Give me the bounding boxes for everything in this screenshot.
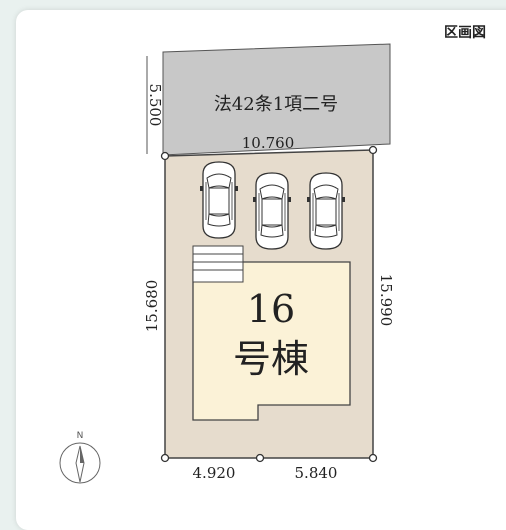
site-plan-diagram: 法42条1項二号 5.500 16 号棟 10.760 15.680 15.99… [59,43,395,484]
compass-label: N [77,431,84,441]
north-arrow-icon: N [59,431,101,484]
road-label: 法42条1項二号 [214,94,338,115]
car-icon [306,172,346,250]
dim-top: 10.760 [242,134,295,152]
dim-left: 15.680 [143,280,161,333]
lot-number: 16 [247,287,295,331]
page-title: 区画図 [444,25,486,41]
road-width-label: 5.500 [146,84,164,127]
dim-bottom-left: 4.920 [193,464,236,482]
dim-right: 15.990 [377,274,395,327]
road-area [162,43,391,156]
car-icon [199,161,239,239]
entrance-steps [192,245,244,283]
car-icon [252,172,292,250]
building-footprint [192,261,351,421]
lot-suffix: 号棟 [233,337,309,381]
dim-bottom-right: 5.840 [295,464,338,482]
boundary-markers [160,145,378,463]
